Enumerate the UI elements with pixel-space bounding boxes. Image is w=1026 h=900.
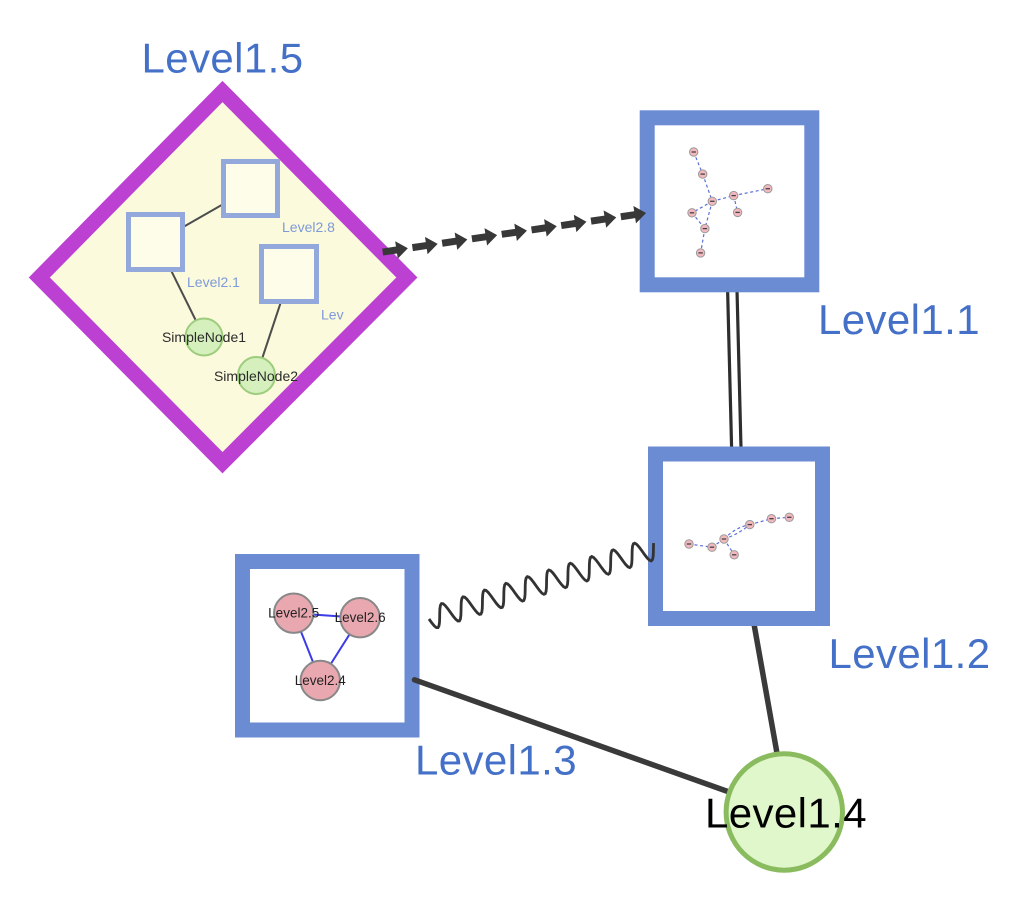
svg-text:Level2.1: Level2.1 [187,274,240,290]
svg-text:Level1.1: Level1.1 [818,296,980,343]
svg-text:Level2.5: Level2.5 [268,606,319,621]
svg-text:SimpleNode1: SimpleNode1 [162,329,246,345]
svg-text:SimpleNode2: SimpleNode2 [214,368,298,384]
svg-text:Level2.4: Level2.4 [295,673,347,688]
svg-text:Level1.4: Level1.4 [705,790,867,837]
svg-text:Level2.6: Level2.6 [335,610,386,625]
svg-text:Level1.3: Level1.3 [415,737,577,784]
svg-text:Lev: Lev [321,307,344,323]
svg-text:Level1.5: Level1.5 [142,35,304,82]
svg-text:Level2.8: Level2.8 [282,219,335,235]
svg-text:Level1.2: Level1.2 [829,630,991,677]
